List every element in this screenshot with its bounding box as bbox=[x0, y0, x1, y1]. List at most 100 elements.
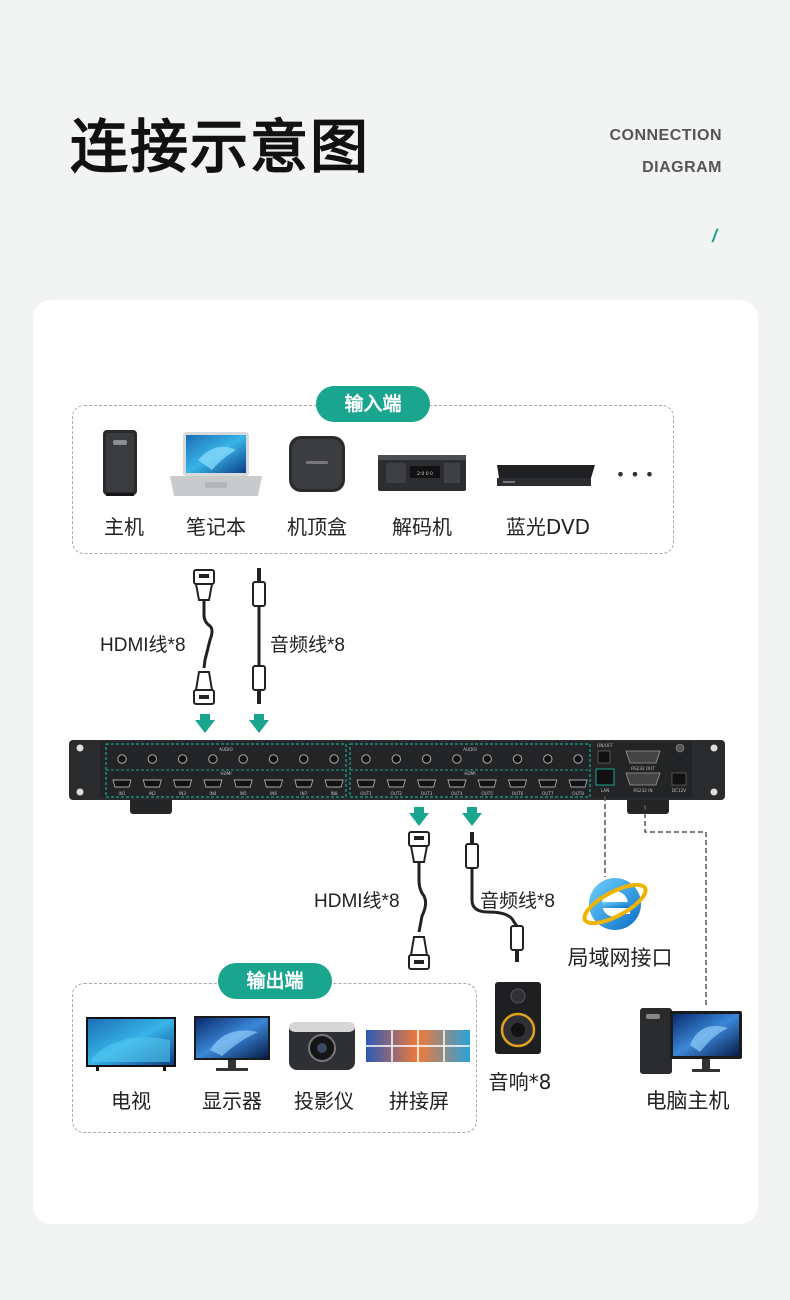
output-device-label: 拼接屏 bbox=[389, 1089, 449, 1113]
input-device-label: 主机 bbox=[104, 515, 144, 539]
input-audio-jack bbox=[117, 754, 127, 764]
input-device-label: 笔记本 bbox=[186, 515, 246, 539]
page-title: 连接示意图 bbox=[70, 113, 371, 181]
subtitle-line1: CONNECTION bbox=[609, 127, 722, 144]
output-port-label: OUT6 bbox=[512, 791, 524, 796]
decoder-icon: 2:0 0 0 bbox=[378, 455, 466, 491]
output-audio-jack bbox=[391, 754, 401, 764]
output-audio-jack bbox=[361, 754, 371, 764]
accent-mark: / bbox=[712, 226, 718, 246]
lan-interface-label: 局域网接口 bbox=[567, 946, 673, 970]
tv-icon bbox=[86, 1017, 176, 1071]
output-port-label: OUT3 bbox=[421, 791, 433, 796]
matrix-audio-tag-in: AUDIO bbox=[219, 747, 233, 752]
network-link bbox=[604, 796, 707, 1008]
output-hdmi-port bbox=[477, 779, 497, 788]
matrix-hdmi-tag-in: HDMI bbox=[220, 771, 231, 776]
desktop-computer-icon bbox=[640, 1008, 742, 1074]
hdmi-out-cable-label: HDMI线*8 bbox=[314, 891, 400, 912]
input-hdmi-port bbox=[263, 779, 284, 788]
input-badge: 输入端 bbox=[316, 386, 430, 422]
output-hdmi-port bbox=[386, 779, 406, 788]
input-port-label: IN6 bbox=[270, 791, 277, 796]
audio-cable-out-icon bbox=[465, 832, 524, 962]
ie-browser-icon bbox=[582, 878, 648, 930]
input-hdmi-port bbox=[294, 779, 314, 788]
monitor-icon bbox=[194, 1016, 270, 1071]
output-audio-jack bbox=[452, 754, 462, 764]
input-audio-jack bbox=[329, 754, 339, 764]
speaker-icon bbox=[495, 982, 541, 1054]
bluray-player-icon bbox=[497, 465, 595, 486]
hdmi-cable-out-icon bbox=[408, 831, 430, 970]
projector-icon bbox=[289, 1022, 355, 1070]
hdmi-in-cable-label: HDMI线*8 bbox=[100, 635, 186, 656]
input-hdmi-port bbox=[324, 779, 344, 788]
input-audio-jack bbox=[177, 754, 188, 764]
dc-label: DC12V bbox=[672, 788, 686, 793]
output-hdmi-port bbox=[447, 779, 467, 788]
input-port-label: IN3 bbox=[179, 791, 186, 796]
output-port-label: OUT5 bbox=[481, 791, 493, 796]
input-port-label: IN4 bbox=[209, 791, 216, 796]
input-device-label: 解码机 bbox=[392, 515, 452, 539]
pc-tower-icon bbox=[103, 430, 137, 496]
laptop-icon bbox=[170, 432, 262, 496]
input-hdmi-port bbox=[233, 779, 253, 788]
output-audio-jack bbox=[482, 754, 492, 764]
rs232-out-label: RS232 OUT bbox=[631, 766, 655, 771]
audio-cable-in-icon bbox=[252, 568, 266, 704]
more-devices-ellipsis: • • • bbox=[616, 465, 654, 484]
output-device-label: 电视 bbox=[111, 1089, 151, 1113]
input-hdmi-port bbox=[203, 779, 223, 788]
audio-out-cable-label: 音频线*8 bbox=[480, 891, 555, 912]
matrix-audio-tag-out: AUDIO bbox=[463, 747, 477, 752]
output-badge: 输出端 bbox=[218, 963, 332, 999]
subtitle-line2: DIAGRAM bbox=[642, 159, 722, 176]
output-port-label: OUT1 bbox=[360, 791, 372, 796]
output-port-label: OUT8 bbox=[572, 791, 584, 796]
input-port-label: IN5 bbox=[240, 791, 247, 796]
input-port-label: IN1 bbox=[118, 791, 125, 796]
output-device-label: 显示器 bbox=[202, 1089, 262, 1113]
input-port-label: IN7 bbox=[300, 791, 307, 796]
rs232-in-label: RS232 IN bbox=[633, 788, 652, 793]
output-audio-jack bbox=[512, 754, 523, 764]
input-audio-jack bbox=[147, 754, 158, 764]
speaker-label: 音响*8 bbox=[488, 1070, 552, 1094]
input-audio-jack bbox=[238, 754, 248, 764]
output-hdmi-port bbox=[417, 779, 437, 788]
input-device-label: 机顶盒 bbox=[287, 515, 347, 539]
on-off-label: ON/OFF bbox=[597, 743, 614, 748]
output-audio-jack bbox=[573, 754, 583, 764]
output-port-label: OUT2 bbox=[391, 791, 403, 796]
input-hdmi-port bbox=[112, 779, 132, 788]
output-port-label: OUT4 bbox=[451, 791, 463, 796]
output-port-label: OUT7 bbox=[542, 791, 554, 796]
output-hdmi-port bbox=[356, 779, 376, 788]
input-audio-jack bbox=[299, 754, 309, 764]
svg-text:2:0 0 0: 2:0 0 0 bbox=[417, 471, 433, 477]
matrix-hdmi-tag-out: HDMI bbox=[464, 771, 475, 776]
input-port-label: IN8 bbox=[331, 791, 338, 796]
audio-in-cable-label: 音频线*8 bbox=[270, 635, 345, 656]
set-top-box-icon bbox=[289, 436, 345, 492]
output-device-label: 投影仪 bbox=[294, 1089, 354, 1113]
input-audio-jack bbox=[268, 754, 279, 764]
arrow-down-icon bbox=[409, 807, 482, 826]
input-audio-jack bbox=[208, 754, 218, 764]
video-wall-icon bbox=[366, 1030, 470, 1062]
input-hdmi-port bbox=[173, 779, 193, 788]
input-hdmi-port bbox=[142, 779, 162, 788]
input-device-label: 蓝光DVD bbox=[505, 515, 591, 539]
arrow-down-icon bbox=[195, 714, 269, 733]
output-audio-jack bbox=[543, 754, 553, 764]
output-hdmi-port bbox=[507, 779, 528, 788]
hdmi-cable-in-icon bbox=[193, 569, 215, 705]
output-audio-jack bbox=[421, 754, 432, 764]
computer-label: 电脑主机 bbox=[645, 1089, 730, 1113]
output-hdmi-port bbox=[538, 779, 558, 788]
output-hdmi-port bbox=[568, 779, 588, 788]
